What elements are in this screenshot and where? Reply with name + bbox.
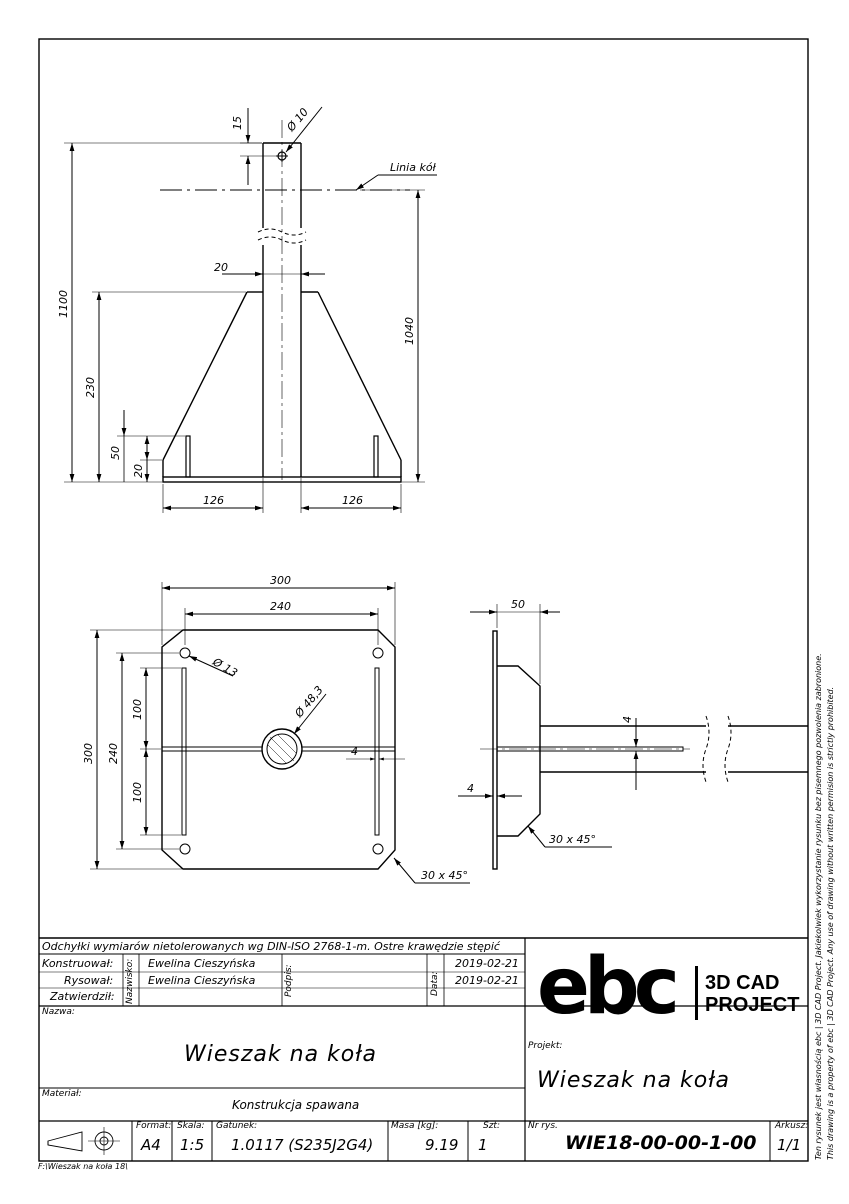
konstruowal-name: Ewelina Cieszyńska	[148, 957, 256, 970]
dim-4-side: 4	[621, 716, 634, 723]
dim-d13: Ø 13	[210, 655, 240, 680]
company-logo: ebc 3D CAD PROJECT	[537, 942, 807, 1036]
projekt-label: Projekt:	[528, 1041, 563, 1051]
side-note-en: This drawing is a property of ebc | 3D C…	[826, 686, 835, 1160]
szt-label: Szt:	[483, 1121, 500, 1131]
podpis-label: Podpis:	[284, 964, 294, 997]
dim-126-right: 126	[342, 494, 363, 507]
date-1: 2019-02-21	[455, 957, 519, 970]
nazwa-value: Wieszak na koła	[184, 1042, 378, 1067]
title-block-lines	[39, 937, 808, 1161]
nr-rys-label: Nr rys.	[528, 1121, 558, 1131]
gatunek-label: Gatunek:	[216, 1121, 258, 1131]
logo-sub-2: PROJECT	[705, 994, 800, 1016]
logo-sub-1: 3D CAD	[705, 972, 780, 994]
side-note-pl: Ten rysunek jest własnością ebc | 3D CAD…	[814, 653, 823, 1160]
dim-300-top: 300	[270, 574, 291, 587]
rysowal-name: Ewelina Cieszyńska	[148, 974, 256, 987]
dim-300-left: 300	[82, 743, 95, 764]
dim-20: 20	[214, 261, 228, 274]
material-label: Materiał:	[42, 1089, 82, 1099]
date-2: 2019-02-21	[455, 974, 519, 987]
dim-230: 230	[84, 377, 97, 398]
data-label: Data:	[430, 971, 440, 996]
dim-20-vert: 20	[132, 464, 145, 478]
dim-chamfer-side: 30 x 45°	[549, 833, 596, 846]
nazwisko-label: Nazwisko:	[125, 958, 135, 1004]
skala-value: 1:5	[180, 1136, 205, 1154]
konstruowal-label: Konstruował:	[42, 957, 114, 970]
label-linia-kol: Linia kół	[390, 161, 437, 174]
logo-ebc: ebc	[537, 942, 680, 1032]
dim-100-upper: 100	[131, 699, 144, 720]
projekt-value: Wieszak na koła	[537, 1068, 731, 1093]
tolerance-note: Odchyłki wymiarów nietolerowanych wg DIN…	[42, 940, 500, 953]
dimension-labels: 15 Ø 10 Linia kół 20 1100 1040 230 50 20…	[57, 106, 634, 882]
arkusz-value: 1/1	[777, 1136, 802, 1154]
nr-rys-value: WIE18-00-00-1-00	[565, 1132, 757, 1154]
dim-4-top: 4	[351, 745, 358, 758]
dim-1040: 1040	[403, 317, 416, 345]
dim-50-side: 50	[511, 598, 525, 611]
dim-15: 15	[231, 116, 244, 130]
dim-126-left: 126	[203, 494, 224, 507]
format-label: Format:	[136, 1121, 172, 1131]
side-view	[458, 604, 808, 870]
gatunek-value: 1.0117 (S235J2G4)	[231, 1136, 374, 1154]
file-path: F:\Wieszak na koła 18\	[38, 1162, 128, 1171]
logo-divider	[695, 966, 698, 1020]
material-value: Konstrukcja spawana	[232, 1098, 360, 1112]
logo-subtitle: 3D CAD PROJECT	[705, 972, 799, 1016]
dim-240-top: 240	[270, 600, 291, 613]
dim-4-plate: 4	[467, 782, 474, 795]
dim-50: 50	[109, 446, 122, 460]
szt-value: 1	[478, 1136, 488, 1154]
front-view	[64, 106, 437, 513]
top-view	[90, 582, 470, 884]
dim-d10: Ø 10	[284, 106, 311, 135]
dim-100-lower: 100	[131, 782, 144, 803]
rysowal-label: Rysował:	[64, 974, 114, 987]
masa-label: Masa [kg]:	[391, 1121, 439, 1131]
nazwa-label: Nazwa:	[42, 1007, 75, 1017]
dim-1100: 1100	[57, 290, 70, 318]
sheet-frame	[38, 38, 809, 1162]
masa-value: 9.19	[425, 1136, 459, 1154]
dim-240-left: 240	[107, 743, 120, 764]
zatwierdzil-label: Zatwierdził:	[50, 990, 115, 1003]
arkusz-label: Arkusz:	[775, 1121, 809, 1131]
skala-label: Skala:	[177, 1121, 205, 1131]
dim-chamfer-top: 30 x 45°	[421, 869, 468, 882]
format-value: A4	[141, 1136, 161, 1154]
